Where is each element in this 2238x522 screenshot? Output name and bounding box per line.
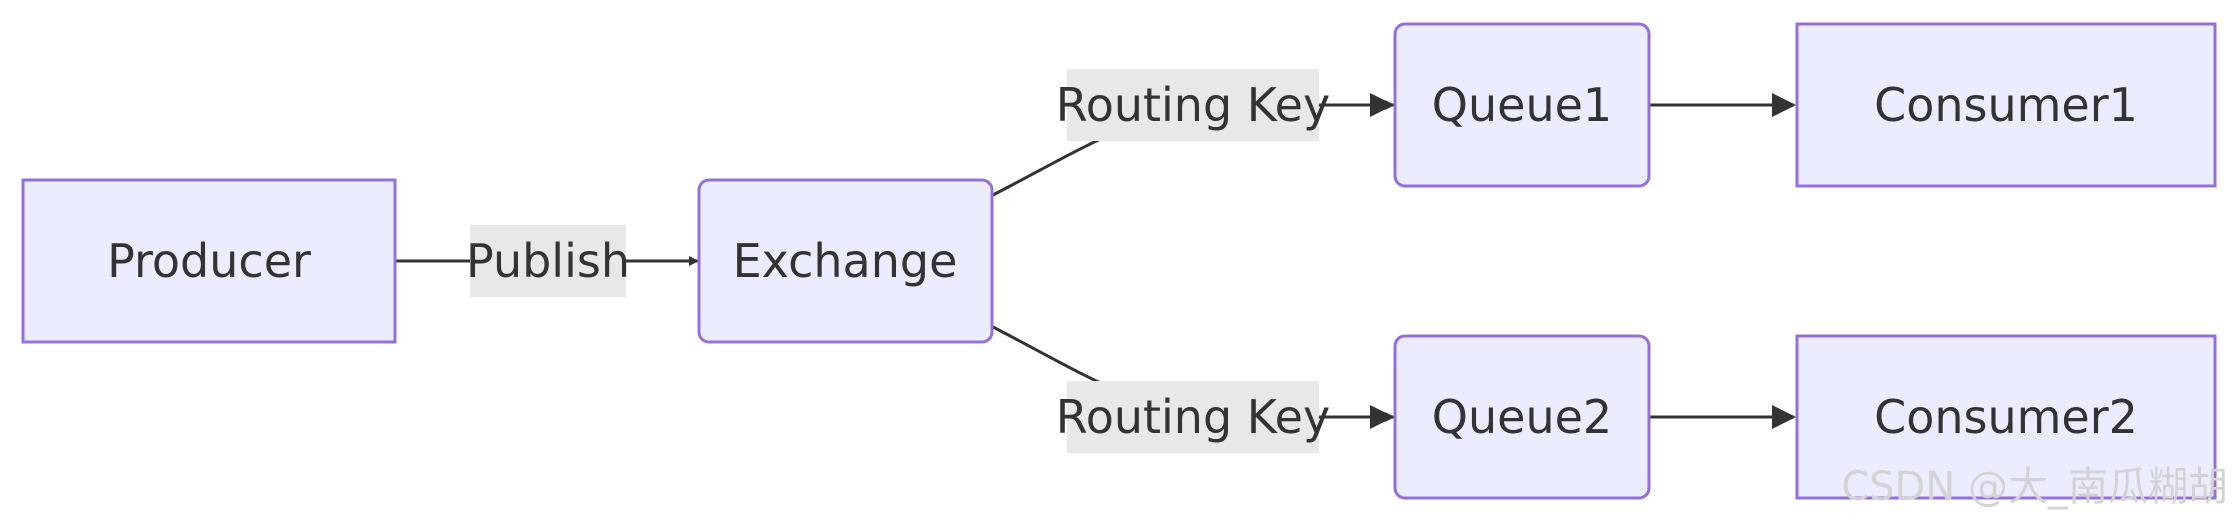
node-queue1[interactable]: Queue1 bbox=[1393, 22, 1651, 188]
node-consumer2-label: Consumer2 bbox=[1874, 390, 2138, 444]
watermark: CSDN @大_南瓜糊胡 bbox=[1841, 464, 2228, 510]
node-queue1-label: Queue1 bbox=[1432, 78, 1612, 132]
edge-label-routing-key-1: Routing Key bbox=[1056, 69, 1330, 141]
edge-label-routing-key-2-text: Routing Key bbox=[1056, 390, 1330, 444]
arrowhead-queue1 bbox=[1370, 93, 1394, 117]
node-queue2-label: Queue2 bbox=[1432, 390, 1612, 444]
node-producer-label: Producer bbox=[107, 234, 311, 288]
node-consumer1[interactable]: Consumer1 bbox=[1795, 22, 2217, 188]
node-queue2[interactable]: Queue2 bbox=[1393, 334, 1651, 500]
node-exchange-label: Exchange bbox=[733, 234, 958, 288]
edge-label-publish-text: Publish bbox=[466, 234, 630, 288]
arrowhead-consumer2 bbox=[1772, 405, 1796, 429]
edge-label-routing-key-2: Routing Key bbox=[1056, 381, 1330, 453]
arrowhead-consumer1 bbox=[1772, 93, 1796, 117]
edge-label-publish: Publish bbox=[466, 225, 630, 297]
node-consumer1-label: Consumer1 bbox=[1874, 78, 2138, 132]
arrowhead-queue2 bbox=[1370, 405, 1394, 429]
node-exchange[interactable]: Exchange bbox=[697, 178, 994, 344]
node-producer[interactable]: Producer bbox=[21, 178, 397, 344]
edge-label-routing-key-1-text: Routing Key bbox=[1056, 78, 1330, 132]
node-consumer2[interactable]: Consumer2 bbox=[1795, 334, 2217, 500]
